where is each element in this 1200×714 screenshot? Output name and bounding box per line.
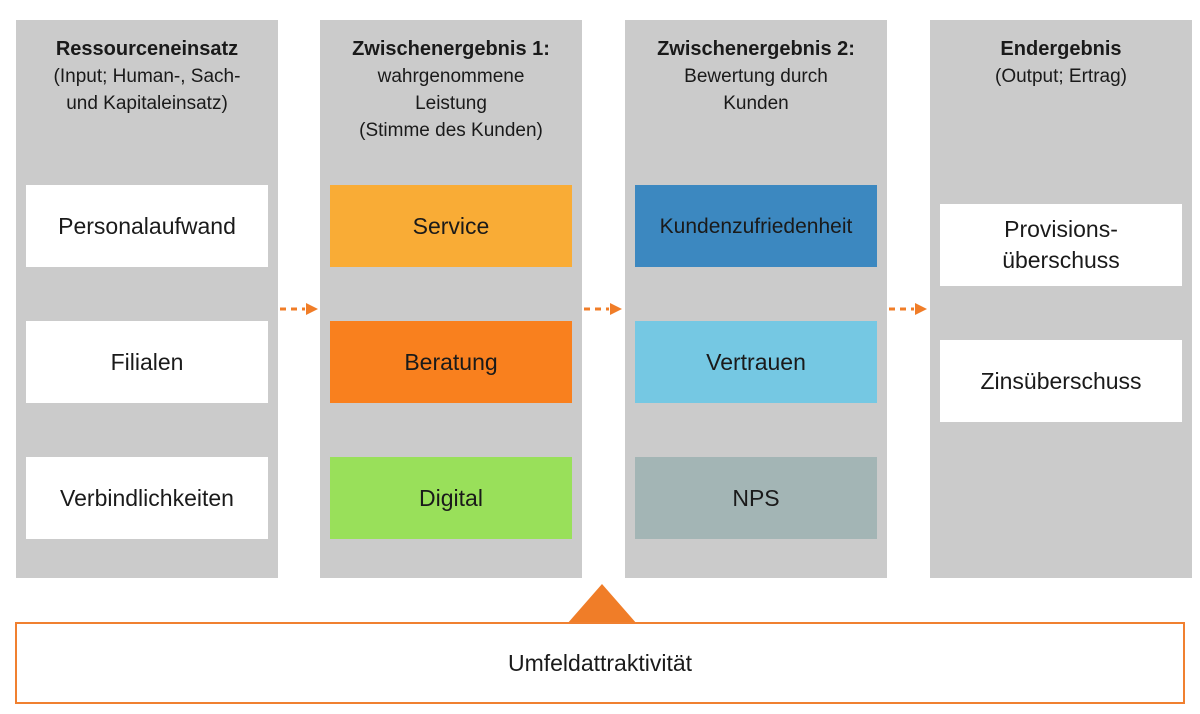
box-beratung: Beratung	[330, 321, 572, 403]
column-zwischenergebnis-2: Zwischenergebnis 2: Bewertung durch Kund…	[625, 20, 887, 578]
box-provisionsueberschuss: Provisions- überschuss	[940, 204, 1182, 286]
box-personalaufwand: Personalaufwand	[26, 185, 268, 267]
column-endergebnis: Endergebnis (Output; Ertrag) Provisions-…	[930, 20, 1192, 578]
box-zinsueberschuss: Zinsüberschuss	[940, 340, 1182, 422]
column-title: Endergebnis	[1000, 38, 1122, 60]
triangle-pointer-icon	[567, 584, 637, 624]
dashed-arrow-icon	[280, 303, 318, 315]
column-subtitle: (Input; Human-, Sach- und Kapitaleinsatz…	[53, 66, 241, 114]
column-zwischenergebnis-1: Zwischenergebnis 1: wahrgenommene Leistu…	[320, 20, 582, 578]
dashed-arrow-icon	[584, 303, 622, 315]
column-header: Ressourceneinsatz (Input; Human-, Sach- …	[16, 36, 278, 117]
column-subtitle: (Output; Ertrag)	[995, 66, 1127, 87]
umfeldattraktivitaet-box: Umfeldattraktivität	[15, 622, 1185, 704]
box-nps: NPS	[635, 457, 877, 539]
umfeldattraktivitaet-label: Umfeldattraktivität	[507, 649, 693, 676]
box-service: Service	[330, 185, 572, 267]
box-vertrauen: Vertrauen	[635, 321, 877, 403]
column-title: Ressourceneinsatz	[55, 38, 239, 60]
box-digital: Digital	[330, 457, 572, 539]
column-subtitle: wahrgenommene Leistung (Stimme des Kunde…	[359, 66, 543, 141]
dashed-arrow-icon	[889, 303, 927, 315]
column-header: Zwischenergebnis 2: Bewertung durch Kund…	[625, 36, 887, 117]
column-subtitle: Bewertung durch Kunden	[684, 66, 828, 114]
column-title: Zwischenergebnis 2:	[657, 38, 855, 60]
column-header: Endergebnis (Output; Ertrag)	[930, 36, 1192, 90]
box-kundenzufriedenheit: Kundenzufriedenheit	[635, 185, 877, 267]
box-filialen: Filialen	[26, 321, 268, 403]
column-title: Zwischenergebnis 1:	[352, 38, 550, 60]
column-header: Zwischenergebnis 1: wahrgenommene Leistu…	[320, 36, 582, 144]
column-ressourceneinsatz: Ressourceneinsatz (Input; Human-, Sach- …	[16, 20, 278, 578]
box-verbindlichkeiten: Verbindlichkeiten	[26, 457, 268, 539]
